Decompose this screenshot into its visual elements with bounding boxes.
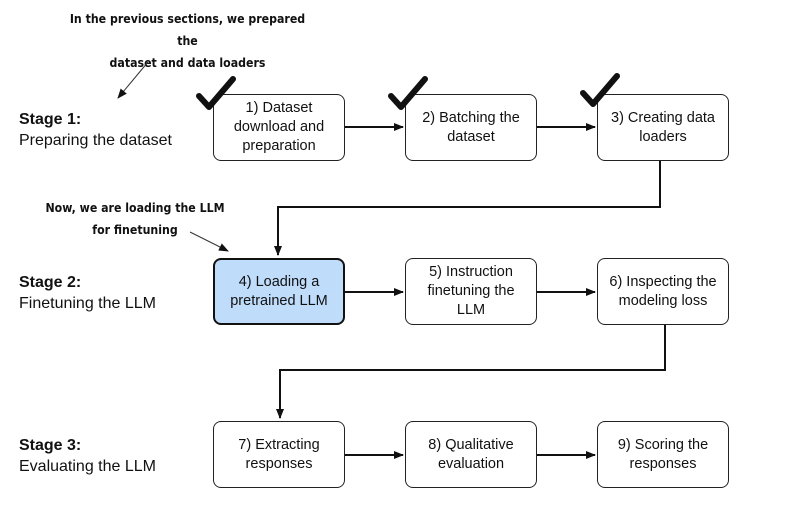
checkmark-icon <box>580 73 620 107</box>
stage-3-label: Stage 3: Evaluating the LLM <box>19 435 156 477</box>
annotation-line: Now, we are loading the LLM <box>45 200 225 215</box>
annotation-pointer-arrow <box>189 231 229 252</box>
flow-arrow <box>274 160 661 256</box>
step-8-box: 8) Qualitative evaluation <box>405 421 537 488</box>
stage-title: Stage 2: <box>19 274 82 291</box>
annotation-previous-sections: In the previous sections, we prepared th… <box>58 8 318 74</box>
step-label: 3) Creating data loaders <box>611 109 715 145</box>
checkmark-icon <box>196 76 236 110</box>
step-4-box: 4) Loading a pretrained LLM <box>213 258 345 325</box>
stage-subtitle: Finetuning the LLM <box>19 295 156 312</box>
stage-subtitle: Preparing the dataset <box>19 132 172 149</box>
annotation-line: dataset and data loaders <box>109 55 266 70</box>
stage-1-label: Stage 1: Preparing the dataset <box>19 109 172 151</box>
stage-title: Stage 1: <box>19 111 82 128</box>
stage-title: Stage 3: <box>19 437 82 454</box>
annotation-line: In the previous sections, we prepared th… <box>69 11 306 48</box>
stage-subtitle: Evaluating the LLM <box>19 458 156 475</box>
step-9-box: 9) Scoring the responses <box>597 421 729 488</box>
step-label: 5) Instruction finetuning the LLM <box>427 264 515 318</box>
flow-arrow <box>276 325 666 419</box>
step-label: 8) Qualitative evaluation <box>428 436 514 472</box>
annotation-loading-llm: Now, we are loading the LLM for finetuni… <box>43 197 228 241</box>
stage-2-label: Stage 2: Finetuning the LLM <box>19 272 156 314</box>
step-6-box: 6) Inspecting the modeling loss <box>597 258 729 325</box>
checkmark-icon <box>388 76 428 110</box>
step-1-box: 1) Dataset download and preparation <box>213 94 345 161</box>
step-label: 2) Batching the dataset <box>422 109 520 145</box>
step-label: 7) Extracting responses <box>238 436 320 472</box>
step-5-box: 5) Instruction finetuning the LLM <box>405 258 537 325</box>
annotation-pointer-arrow <box>117 61 149 99</box>
step-7-box: 7) Extracting responses <box>213 421 345 488</box>
annotation-line: for finetuning <box>92 222 178 237</box>
step-label: 4) Loading a pretrained LLM <box>230 273 328 309</box>
step-label: 9) Scoring the responses <box>617 436 709 472</box>
step-2-box: 2) Batching the dataset <box>405 94 537 161</box>
step-label: 1) Dataset download and preparation <box>233 100 325 154</box>
step-label: 6) Inspecting the modeling loss <box>609 273 717 309</box>
step-3-box: 3) Creating data loaders <box>597 94 729 161</box>
